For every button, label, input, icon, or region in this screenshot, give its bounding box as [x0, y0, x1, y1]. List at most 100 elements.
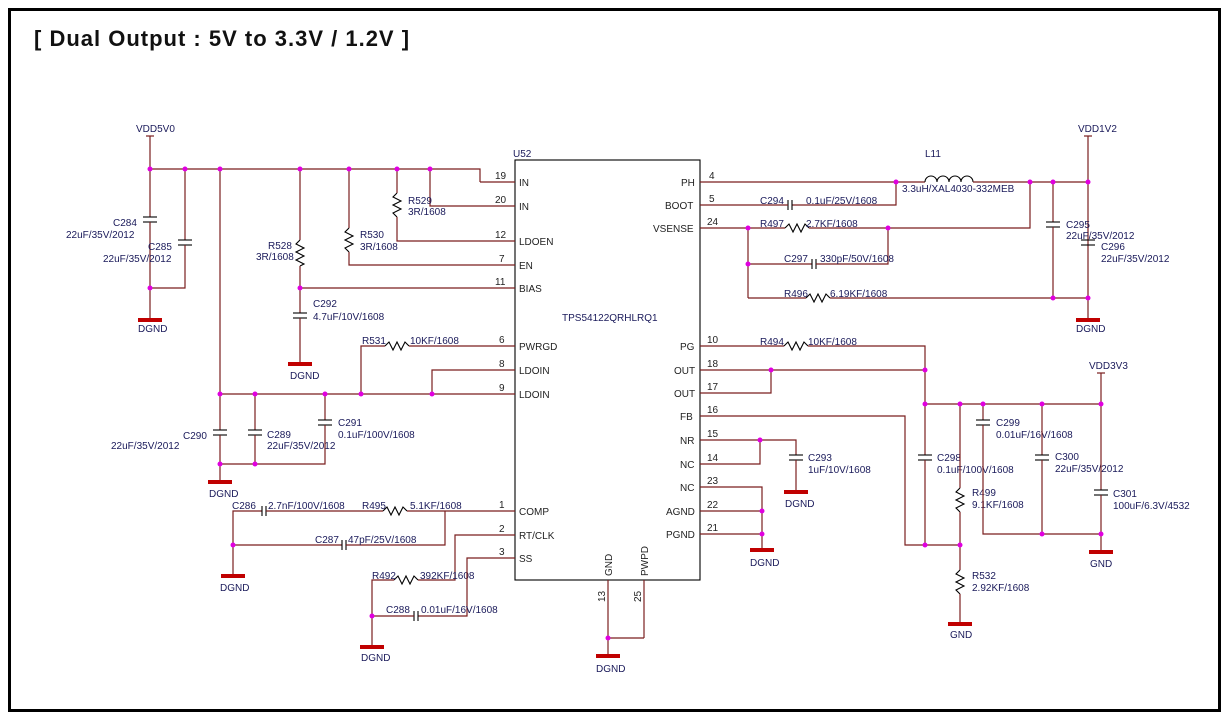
ground-symbol-3v3 [1089, 550, 1113, 554]
ground-label-c292: DGND [290, 371, 319, 382]
r495-ref: R495 [362, 501, 386, 512]
c290-value: 22uF/35V/2012 [111, 441, 180, 452]
c289-ref: C289 [267, 430, 291, 441]
net-label-vdd5v0: VDD5V0 [136, 124, 175, 135]
r499-ref: R499 [972, 488, 996, 499]
pin-name-ldoen: LDOEN [519, 237, 553, 248]
c296-value: 22uF/35V/2012 [1101, 254, 1170, 265]
r495-value: 5.1KF/1608 [410, 501, 462, 512]
c297-value: 330pF/50V/1608 [820, 254, 894, 265]
ground-label-ic: DGND [596, 664, 625, 675]
ground-label-ss: DGND [361, 653, 390, 664]
pin-name-pgnd: PGND [666, 530, 695, 541]
r492-value: 392KF/1608 [420, 571, 475, 582]
c299-ref: C299 [996, 418, 1020, 429]
schematic-frame [8, 8, 1221, 712]
ground-symbol-1v2 [1076, 318, 1100, 322]
r497-ref: R497 [760, 219, 784, 230]
r528-value: 3R/1608 [256, 252, 294, 263]
ground-label-pgnd: DGND [750, 558, 779, 569]
pin-num-2: 2 [499, 524, 505, 535]
ic-part-number: TPS54122QRHLRQ1 [562, 313, 658, 324]
c294-ref: C294 [760, 196, 784, 207]
c293-ref: C293 [808, 453, 832, 464]
ic-ref: U52 [513, 149, 532, 160]
c286-value: 2.7nF/100V/1608 [268, 501, 345, 512]
pin-num-7: 7 [499, 254, 505, 265]
ground-label-c293: DGND [785, 499, 814, 510]
r530-value: 3R/1608 [360, 242, 398, 253]
r531-value: 10KF/1608 [410, 336, 459, 347]
c288-value: 0.01uF/16V/1608 [421, 605, 498, 616]
r497-value: 2.7KF/1608 [806, 219, 858, 230]
pin-name-fb: FB [680, 412, 693, 423]
c284-ref: C284 [113, 218, 137, 229]
c294-value: 0.1uF/25V/1608 [806, 196, 878, 207]
c296-ref: C296 [1101, 242, 1125, 253]
c295-value: 22uF/35V/2012 [1066, 231, 1135, 242]
c292-ref: C292 [313, 299, 337, 310]
pin-num-16: 16 [707, 405, 719, 416]
pin-num-5: 5 [709, 194, 715, 205]
pin-name-agnd: AGND [666, 507, 695, 518]
c301-ref: C301 [1113, 489, 1137, 500]
ground-symbol-ss [360, 645, 384, 649]
c293-value: 1uF/10V/1608 [808, 465, 871, 476]
pin-name-vsense: VSENSE [653, 224, 694, 235]
l11-ref: L11 [925, 149, 941, 160]
pin-name-bias: BIAS [519, 284, 542, 295]
r532-value: 2.92KF/1608 [972, 583, 1030, 594]
pin-name-ldoin-a: LDOIN [519, 366, 550, 377]
pin-name-gnd: GND [604, 554, 615, 576]
r530-ref: R530 [360, 230, 384, 241]
pin-name-out-a: OUT [674, 366, 695, 377]
ground-label-3v3: GND [1090, 559, 1112, 570]
pin-name-pwrgd: PWRGD [519, 342, 557, 353]
pin-num-21: 21 [707, 523, 719, 534]
ground-label-comp: DGND [220, 583, 249, 594]
ground-label-r532: GND [950, 630, 972, 641]
c287-ref: C287 [315, 535, 339, 546]
pin-num-6: 6 [499, 335, 505, 346]
pin-name-ldoin-b: LDOIN [519, 390, 550, 401]
c284-value: 22uF/35V/2012 [66, 230, 135, 241]
schematic-title: [ Dual Output : 5V to 3.3V / 1.2V ] [34, 26, 411, 51]
pin-name-in-a: IN [519, 178, 529, 189]
c288-ref: C288 [386, 605, 410, 616]
c300-ref: C300 [1055, 452, 1079, 463]
r531-ref: R531 [362, 336, 386, 347]
pin-num-24: 24 [707, 217, 719, 228]
net-label-vdd1v2: VDD1V2 [1078, 124, 1117, 135]
c286-ref: C286 [232, 501, 256, 512]
c291-value: 0.1uF/100V/1608 [338, 430, 415, 441]
pin-num-19: 19 [495, 171, 507, 182]
pin-num-15: 15 [707, 429, 719, 440]
pin-num-13: 13 [597, 590, 608, 602]
c291-ref: C291 [338, 418, 362, 429]
r494-ref: R494 [760, 337, 784, 348]
ground-symbol-comp [221, 574, 245, 578]
pin-num-8: 8 [499, 359, 505, 370]
r496-ref: R496 [784, 289, 808, 300]
c301-value: 100uF/6.3V/4532 [1113, 501, 1190, 512]
c298-ref: C298 [937, 453, 961, 464]
ground-symbol-c292 [288, 362, 312, 366]
pin-num-25: 25 [633, 590, 644, 602]
r529-ref: R529 [408, 196, 432, 207]
pin-num-18: 18 [707, 359, 719, 370]
pin-num-22: 22 [707, 500, 719, 511]
pin-num-12: 12 [495, 230, 507, 241]
c287-value: 47pF/25V/1608 [348, 535, 417, 546]
pin-num-17: 17 [707, 382, 719, 393]
pin-name-comp: COMP [519, 507, 549, 518]
pin-name-nr: NR [680, 436, 694, 447]
l11-value: 3.3uH/XAL4030-332MEB [902, 184, 1015, 195]
pin-name-boot: BOOT [665, 201, 693, 212]
c297-ref: C297 [784, 254, 808, 265]
ground-symbol-r532 [948, 622, 972, 626]
c285-value: 22uF/35V/2012 [103, 254, 172, 265]
pin-num-14: 14 [707, 453, 719, 464]
pin-name-nc-a: NC [680, 460, 694, 471]
junction-dots [147, 166, 1104, 641]
